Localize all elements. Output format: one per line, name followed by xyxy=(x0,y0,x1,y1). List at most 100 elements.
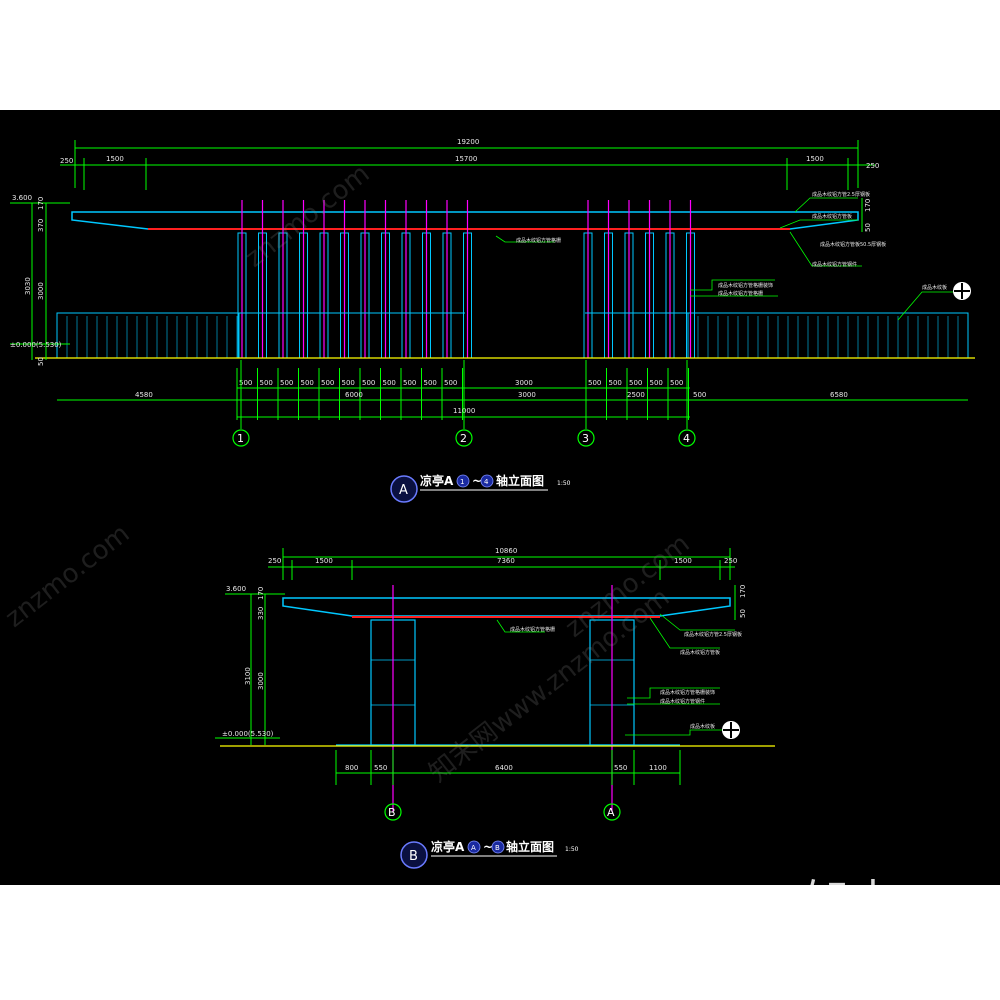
dim-b-top-4: 1500 xyxy=(674,557,692,565)
dim-col-a: 500 xyxy=(383,379,396,387)
dim-b-top-2: 1500 xyxy=(315,557,333,565)
svg-text:A: A xyxy=(471,844,476,852)
dim-col-a: 500 xyxy=(609,379,622,387)
svg-text:3000: 3000 xyxy=(257,672,265,690)
column-a xyxy=(401,200,411,359)
dim-col-a: 500 xyxy=(588,379,601,387)
dim-top-part-1: 250 xyxy=(60,157,73,165)
dim-b-total: 10860 xyxy=(495,547,517,555)
title-a: A 凉亭A 1 ~ 4 轴立面图 1:50 xyxy=(390,473,571,503)
svg-text:B: B xyxy=(495,844,500,852)
axis-4: 4 xyxy=(683,432,690,445)
note-a-2: 成品木纹铝方管板 xyxy=(812,213,852,220)
note-a-7: 成品木纹铝方管格栅 xyxy=(516,237,561,244)
axis-a: A xyxy=(607,806,615,819)
left-dim-2: 370 xyxy=(37,219,45,232)
svg-text:1: 1 xyxy=(460,478,464,486)
elev-b-top: 3.600 xyxy=(226,585,246,593)
dim-top-part-2: 1500 xyxy=(106,155,124,163)
dim-col-a: 500 xyxy=(670,379,683,387)
title-a-badge: A xyxy=(399,483,408,498)
dim-col-a: 500 xyxy=(403,379,416,387)
dim-row2-4: 2500 xyxy=(627,391,645,399)
dim-b-bot-3: 6400 xyxy=(495,764,513,772)
dim-top-part-3: 15700 xyxy=(455,155,477,163)
svg-text:轴立面图: 轴立面图 xyxy=(496,473,544,488)
note-a-4: 成品木纹铝方管钢件 xyxy=(812,261,857,268)
elev-top-label: 3.600 xyxy=(12,194,32,202)
note-a-6: 成品木纹铝方管格栅 xyxy=(718,290,763,297)
column-a xyxy=(442,200,452,359)
dim-row2-1: 4580 xyxy=(135,391,153,399)
axis-2: 2 xyxy=(460,432,467,445)
dim-col-a: 500 xyxy=(280,379,293,387)
brand-logo: 知末 xyxy=(805,876,897,927)
title-b-badge: B xyxy=(409,849,418,864)
dim-b-bot-4: 550 xyxy=(614,764,627,772)
note-a-1: 成品木纹铝方管2.5厚钢板 xyxy=(812,191,870,198)
dim-b-top-1: 250 xyxy=(268,557,281,565)
dim-col-a: 500 xyxy=(342,379,355,387)
note-b-1: 成品木纹铝方管格栅 xyxy=(510,626,555,633)
elev-ground-label: ±0.000(5.530) xyxy=(10,341,62,349)
column-a xyxy=(645,200,654,359)
title-b: B 凉亭A A ~ B 轴立面图 1:50 xyxy=(400,839,579,869)
column-a xyxy=(381,200,390,359)
svg-text:3100: 3100 xyxy=(244,667,252,685)
note-b-2: 成品木纹铝方管2.5厚钢板 xyxy=(684,631,742,638)
left-dim-1: 170 xyxy=(37,197,45,210)
note-b-4: 成品木纹铝方管格栅装饰 xyxy=(660,689,715,696)
svg-text:~: ~ xyxy=(483,840,493,854)
note-b-3: 成品木纹铝方管板 xyxy=(680,649,720,656)
dim-top-part-5: 250 xyxy=(866,162,879,170)
title-b-name: 凉亭A xyxy=(431,839,465,854)
note-b-5: 成品木纹铝方管钢件 xyxy=(660,698,705,705)
dim-col-a: 500 xyxy=(650,379,663,387)
column-a xyxy=(360,200,370,359)
svg-text:轴立面图: 轴立面图 xyxy=(506,839,554,854)
note-a-3: 成品木纹铝方管板50.5厚钢板 xyxy=(820,241,886,248)
elev-b-ground: ±0.000(5.530) xyxy=(222,730,274,738)
svg-text:170: 170 xyxy=(257,587,265,600)
dim-col-a: 500 xyxy=(260,379,273,387)
dim-row2-6: 6580 xyxy=(830,391,848,399)
column-a xyxy=(583,200,593,359)
axis-3: 3 xyxy=(582,432,589,445)
elevation-a: 19200 250 1500 15700 1500 250 3.600 ±0.0… xyxy=(10,138,975,503)
left-dim-4: 3000 xyxy=(37,282,45,300)
dim-col-a: 500 xyxy=(321,379,334,387)
dim-col-a: 500 xyxy=(629,379,642,387)
dim-col-a: 500 xyxy=(424,379,437,387)
dim-col-a: 500 xyxy=(362,379,375,387)
image-id-label: ID: 1197358257 xyxy=(762,946,973,976)
axis-b: B xyxy=(388,806,396,819)
column-a xyxy=(624,200,634,359)
column-a xyxy=(258,200,267,359)
note-b-6: 成品木纹板 xyxy=(690,723,715,730)
left-dim-5: 50 xyxy=(37,357,45,366)
dim-b-top-5: 250 xyxy=(724,557,737,565)
note-a-8: 成品木纹板 xyxy=(922,284,947,291)
cad-drawing-canvas: 19200 250 1500 15700 1500 250 3.600 ±0.0… xyxy=(0,110,1000,885)
dim-total-width: 19200 xyxy=(457,138,479,146)
column-a xyxy=(665,200,675,359)
svg-text:50: 50 xyxy=(739,609,747,618)
dim-top-part-4: 1500 xyxy=(806,155,824,163)
dim-row2-5: 500 xyxy=(693,391,706,399)
axis-1: 1 xyxy=(237,432,244,445)
column-a xyxy=(340,200,349,359)
column-a xyxy=(422,200,431,359)
dim-col-a: 500 xyxy=(301,379,314,387)
dim-row2-3: 3000 xyxy=(518,391,536,399)
svg-text:4: 4 xyxy=(484,478,489,486)
right-dim-2: 50 xyxy=(864,223,872,232)
title-b-scale: 1:50 xyxy=(565,846,579,853)
dim-col-a: 500 xyxy=(444,379,457,387)
elevation-drawing: 19200 250 1500 15700 1500 250 3.600 ±0.0… xyxy=(10,138,975,869)
title-a-name: 凉亭A xyxy=(420,473,454,488)
column-a xyxy=(463,200,472,359)
svg-text:~: ~ xyxy=(472,474,482,488)
dim-b-bot-1: 800 xyxy=(345,764,358,772)
dim-row2-2: 6000 xyxy=(345,391,363,399)
svg-text:170: 170 xyxy=(739,585,747,598)
